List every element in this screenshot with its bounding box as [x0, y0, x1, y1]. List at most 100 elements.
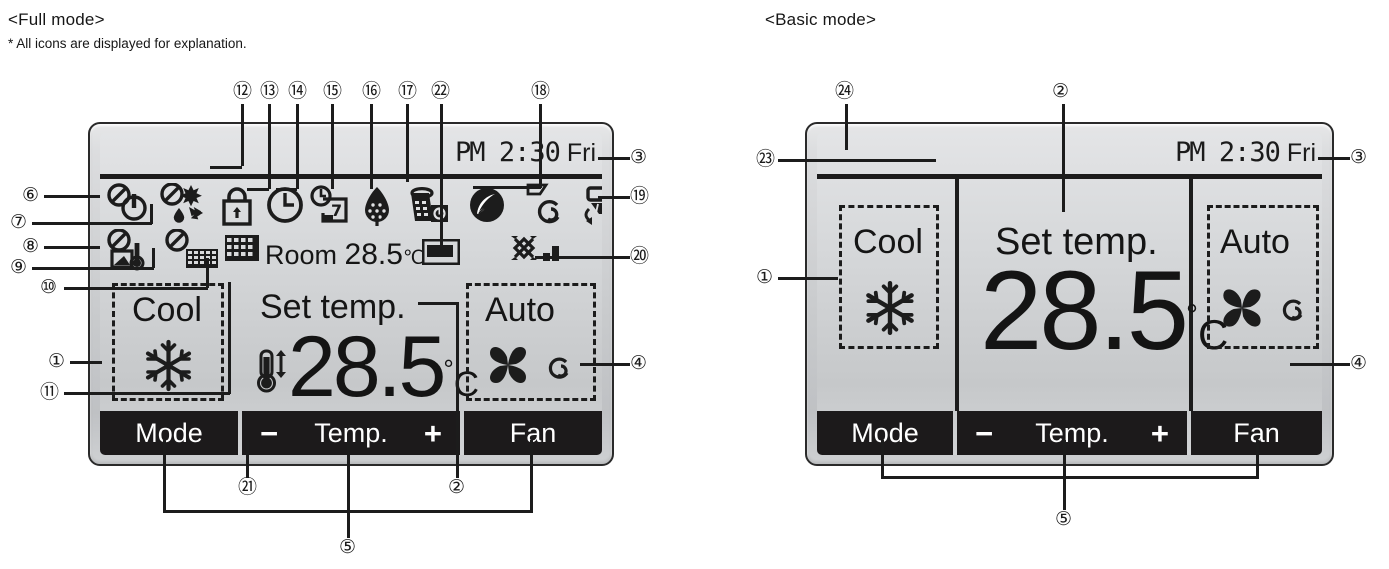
callout-4: ④ [630, 352, 648, 374]
basic-mode-button[interactable]: Mode [817, 411, 953, 455]
fan-button[interactable]: Fan [464, 411, 602, 455]
basic-temp-minus-sign[interactable]: − [975, 415, 994, 451]
callout-4-basic: ④ [1350, 352, 1368, 374]
callout-7: ⑦ [10, 211, 28, 233]
leader-2-v [456, 302, 459, 478]
leader-5-stem [347, 440, 350, 538]
fan-display-box[interactable] [466, 283, 596, 401]
leader-1-basic [778, 277, 838, 280]
leader-2-h [418, 302, 458, 305]
mode-display-box[interactable] [112, 283, 224, 401]
room-temperature: Room 28.5℃ [265, 238, 424, 272]
leader-10 [64, 287, 208, 290]
prohibit-power-icon [106, 183, 154, 227]
fan-blade-icon [480, 339, 538, 391]
full-mode-header-rule [100, 174, 602, 179]
leader-5b-bar [881, 476, 1259, 479]
leader-13-h [247, 188, 269, 191]
callout-22: ㉒ [431, 80, 451, 102]
fan-swirl-icon [544, 355, 574, 385]
room-label: Room [265, 240, 338, 270]
basic-fan-blade-icon [1213, 281, 1273, 335]
louver-swing-icon [578, 185, 602, 225]
callout-6: ⑥ [22, 184, 40, 206]
energy-save-icon [359, 185, 395, 227]
full-mode-time: 2:30 [498, 137, 561, 168]
callout-12: ⑫ [233, 80, 253, 102]
prohibit-mode-icon [159, 183, 214, 229]
basic-fan-label: Auto [1220, 223, 1290, 261]
leader-6 [44, 195, 100, 198]
temp-minus-sign[interactable]: − [260, 415, 279, 451]
leader-5b-right [1256, 440, 1259, 478]
callout-5: ⑤ [339, 536, 357, 558]
callout-23: ㉓ [756, 148, 776, 170]
leader-3-basic [1318, 157, 1350, 160]
fan-speed-icon [505, 233, 567, 271]
basic-temp-button[interactable]: − Temp. + [957, 411, 1187, 455]
filter-icon [224, 233, 260, 269]
leader-5-right [530, 440, 533, 512]
callout-20: ⑳ [630, 245, 650, 267]
basic-fan-swirl-icon [1278, 297, 1308, 327]
basic-temp-plus-sign[interactable]: + [1150, 415, 1169, 451]
leader-1 [70, 361, 102, 364]
leader-22 [440, 104, 443, 256]
leader-20 [535, 256, 630, 259]
callout-9: ⑨ [10, 256, 28, 278]
thermometer-range-icon [255, 347, 295, 395]
leader-9 [32, 267, 154, 270]
callout-16: ⑯ [362, 80, 382, 102]
mode-button[interactable]: Mode [100, 411, 238, 455]
basic-divider-right [1189, 179, 1193, 411]
set-temp-number: 28.5 [288, 319, 446, 415]
leader-18-h [473, 186, 541, 189]
callout-15: ⑮ [323, 80, 343, 102]
basic-mode-ampm: PM [1175, 137, 1205, 168]
leader-17 [406, 104, 409, 182]
room-unit: ℃ [402, 248, 425, 269]
weekly-timer-icon: 7 [309, 185, 351, 226]
callout-19: ⑲ [630, 185, 650, 207]
prohibit-filter-icon [164, 229, 220, 273]
callout-2-basic: ② [1052, 80, 1070, 102]
callout-5-basic: ⑤ [1055, 508, 1073, 530]
leader-15 [331, 104, 334, 189]
leader-5b-left [881, 440, 884, 478]
callout-10: ⑩ [40, 276, 58, 298]
leader-2-basic [1062, 104, 1065, 212]
leader-18 [539, 104, 542, 188]
callout-2: ② [448, 476, 466, 498]
basic-mode-display-box[interactable] [839, 205, 939, 349]
full-mode-day: Fri [566, 139, 596, 167]
leader-23 [778, 159, 936, 162]
leader-13 [268, 104, 271, 189]
basic-mode-button-bar: Mode − Temp. + Fan [817, 411, 1322, 455]
leader-5b-stem [1063, 440, 1066, 510]
basic-mode-header-rule [817, 174, 1322, 179]
callout-18: ⑱ [531, 80, 551, 102]
callout-17: ⑰ [398, 80, 418, 102]
callout-13: ⑬ [260, 80, 280, 102]
temp-plus-sign[interactable]: + [423, 415, 442, 451]
basic-fan-display-box[interactable] [1207, 205, 1319, 349]
leader-5-left [163, 440, 166, 512]
basic-mode-day: Fri [1286, 139, 1316, 167]
basic-mode-label: Cool [853, 223, 923, 261]
callout-24: ㉔ [835, 80, 855, 102]
full-mode-ampm: PM [455, 137, 485, 168]
leader-7-v [150, 204, 153, 224]
fan-label: Auto [485, 291, 555, 329]
basic-mode-heading: <Basic mode> [765, 10, 877, 29]
swirl-icon [533, 197, 565, 229]
full-mode-button-bar: Mode − Temp. + Fan [100, 411, 602, 455]
leader-16 [370, 104, 373, 189]
temp-button[interactable]: − Temp. + [242, 411, 460, 455]
basic-divider-left [955, 179, 959, 411]
